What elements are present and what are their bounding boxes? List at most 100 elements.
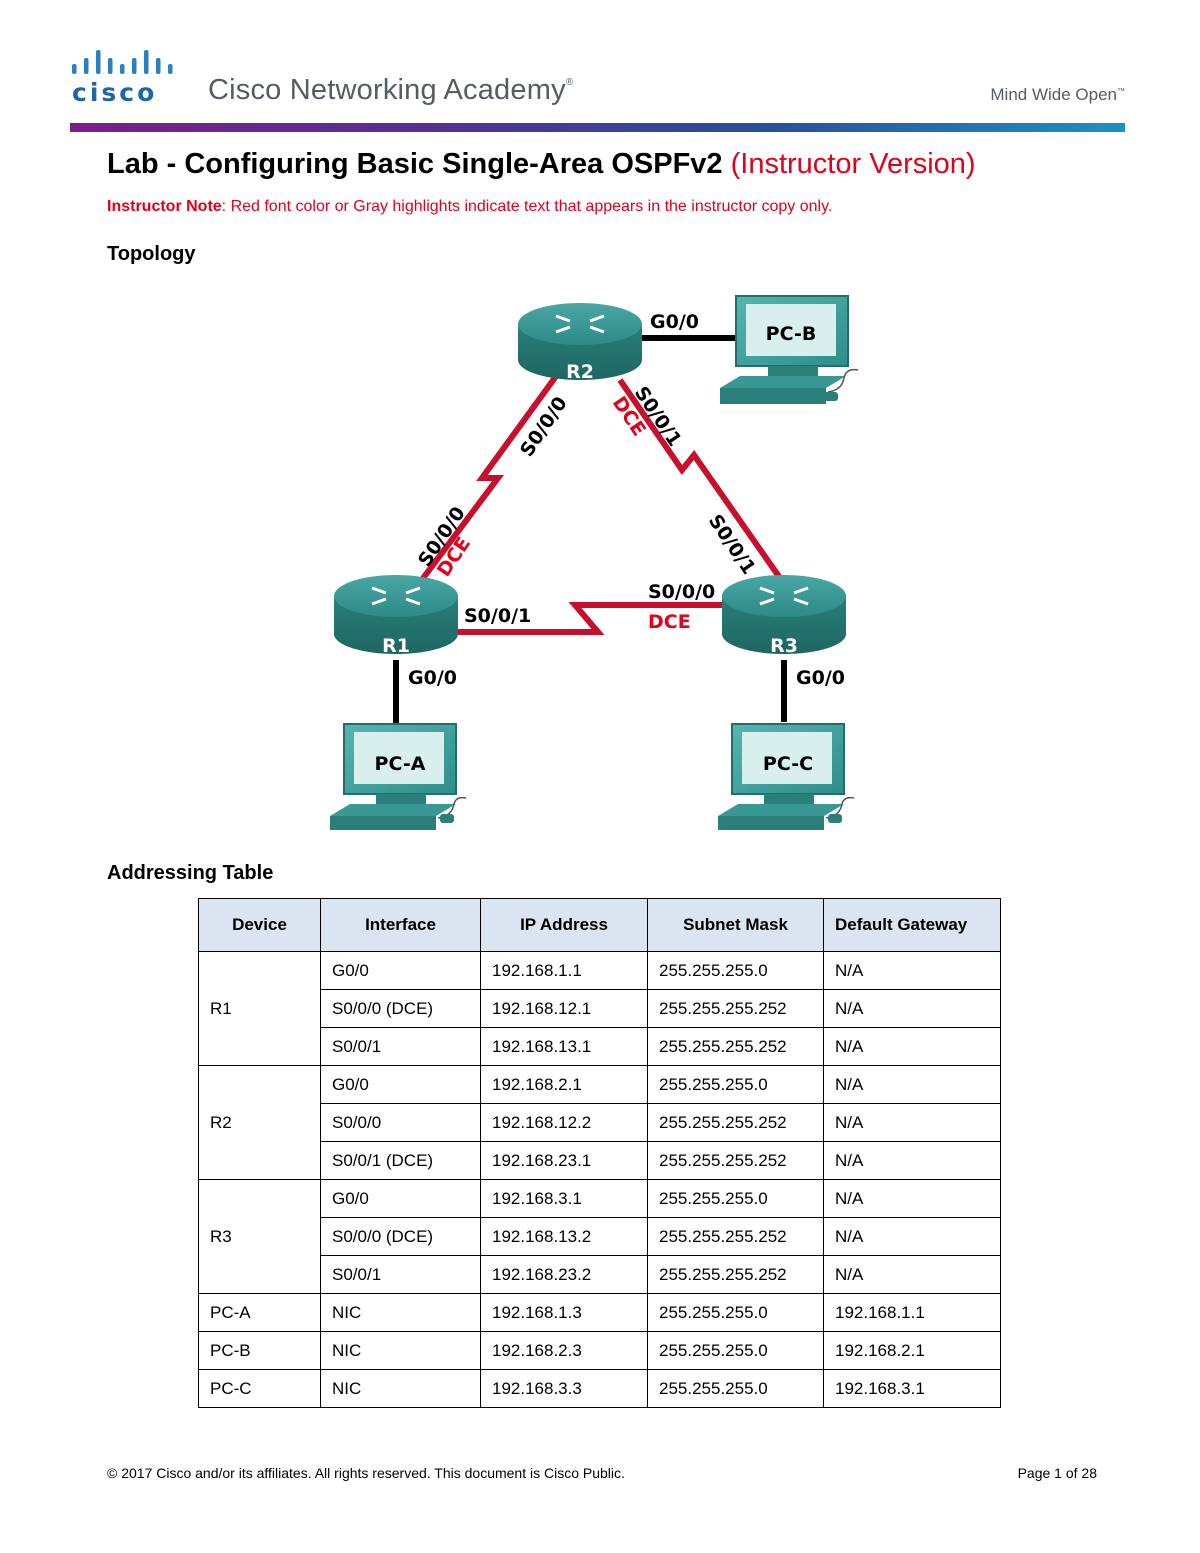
table-cell: 255.255.255.0 [647, 1331, 824, 1370]
table-cell: N/A [823, 1179, 1001, 1218]
table-cell: S0/0/1 (DCE) [320, 1141, 481, 1180]
topology-heading: Topology [107, 243, 196, 265]
table-row: R2 G0/0 192.168.2.1 255.255.255.0 N/A [198, 1065, 1001, 1180]
header-gradient-bar [70, 123, 1125, 132]
table-cell: 192.168.2.1 [480, 1065, 648, 1104]
table-cell: 192.168.23.2 [480, 1255, 648, 1294]
table-row: S0/0/0 (DCE) 192.168.12.1 255.255.255.25… [199, 989, 1001, 1028]
table-cell: N/A [823, 1027, 1001, 1066]
router-r3: R3 [722, 575, 846, 657]
label-r3-s000: S0/0/0 [648, 581, 715, 603]
table-row: S0/0/0 192.168.12.2 255.255.255.252 N/A [199, 1103, 1001, 1142]
copyright-text: © 2017 Cisco and/or its affiliates. All … [107, 1465, 625, 1481]
table-row: PC-B NIC 192.168.2.3 255.255.255.0 192.1… [198, 1331, 1001, 1370]
router-r2: R2 [518, 303, 642, 383]
table-row: S0/0/0 (DCE) 192.168.13.2 255.255.255.25… [199, 1217, 1001, 1256]
label-r1-s001: S0/0/1 [464, 605, 531, 627]
table-header-row: Device Interface IP Address Subnet Mask … [198, 898, 1001, 952]
table-cell: 255.255.255.0 [647, 1179, 824, 1218]
svg-text:cisco: cisco [72, 78, 157, 104]
table-cell: 255.255.255.252 [647, 1255, 824, 1294]
device-cell: PC-C [198, 1369, 321, 1408]
table-cell: N/A [823, 989, 1001, 1028]
pc-label: PC-B [766, 323, 817, 345]
table-cell: S0/0/0 [320, 1103, 481, 1142]
device-cell: PC-A [198, 1293, 321, 1332]
table-cell: 192.168.3.1 [480, 1179, 648, 1218]
page-header: cisco Cisco Networking Academy® Mind Wid… [70, 44, 1125, 114]
link-r1-r3 [450, 602, 740, 635]
table-cell: 192.168.2.3 [480, 1331, 648, 1370]
table-cell: 192.168.3.1 [823, 1369, 1001, 1408]
table-cell: 192.168.13.1 [480, 1027, 648, 1066]
academy-title: Cisco Networking Academy® [208, 74, 574, 106]
router-r1: R1 [334, 575, 458, 657]
instructor-note: Instructor Note: Red font color or Gray … [107, 198, 833, 215]
pc-label: PC-C [763, 753, 813, 775]
table-cell: 255.255.255.0 [647, 1369, 824, 1408]
table-cell: N/A [823, 1217, 1001, 1256]
link-r2-r3 [617, 378, 783, 580]
table-cell: 192.168.12.2 [480, 1103, 648, 1142]
table-cell: N/A [823, 951, 1001, 990]
column-header: IP Address [480, 898, 648, 952]
table-row: PC-A NIC 192.168.1.3 255.255.255.0 192.1… [198, 1293, 1001, 1332]
device-cell: PC-B [198, 1331, 321, 1370]
addressing-table-heading: Addressing Table [107, 862, 274, 884]
column-header: Subnet Mask [647, 898, 824, 952]
table-cell: 192.168.13.2 [480, 1217, 648, 1256]
pc-a: PC-A [330, 723, 467, 830]
router-label: R3 [770, 635, 798, 657]
page-number: Page 1 of 28 [1017, 1465, 1097, 1481]
table-cell: N/A [823, 1141, 1001, 1180]
table-cell: G0/0 [320, 1065, 481, 1104]
table-cell: 192.168.23.1 [480, 1141, 648, 1180]
device-cell: R3 [198, 1179, 321, 1294]
router-label: R1 [382, 635, 410, 657]
table-cell: 192.168.2.1 [823, 1331, 1001, 1370]
table-cell: G0/0 [320, 1179, 481, 1218]
table-cell: NIC [320, 1369, 481, 1408]
router-label: R2 [566, 361, 594, 383]
table-cell: S0/0/0 (DCE) [320, 989, 481, 1028]
pc-label: PC-A [375, 753, 426, 775]
pc-b: PC-B [720, 295, 859, 404]
page-title: Lab - Configuring Basic Single-Area OSPF… [107, 148, 976, 180]
tagline: Mind Wide Open™ [990, 85, 1125, 104]
topology-diagram: R2 R1 R3 PC-B [330, 295, 859, 830]
table-row: R3 G0/0 192.168.3.1 255.255.255.0 N/A [198, 1179, 1001, 1294]
table-cell: 255.255.255.0 [647, 1293, 824, 1332]
table-cell: 255.255.255.0 [647, 951, 824, 990]
table-cell: N/A [823, 1103, 1001, 1142]
label-r3-s001: S0/0/1 [704, 510, 760, 578]
pc-c: PC-C [718, 723, 855, 830]
device-cell: R1 [198, 951, 321, 1066]
table-row: R1 G0/0 192.168.1.1 255.255.255.0 N/A [198, 951, 1001, 1066]
table-cell: S0/0/1 [320, 1255, 481, 1294]
label-r2-g0: G0/0 [650, 311, 699, 333]
device-cell: R2 [198, 1065, 321, 1180]
table-cell: N/A [823, 1255, 1001, 1294]
link-r1-r2 [415, 366, 565, 587]
table-row: PC-C NIC 192.168.3.3 255.255.255.0 192.1… [198, 1369, 1001, 1408]
table-cell: S0/0/0 (DCE) [320, 1217, 481, 1256]
table-cell: N/A [823, 1065, 1001, 1104]
table-cell: S0/0/1 [320, 1027, 481, 1066]
table-cell: G0/0 [320, 951, 481, 990]
table-cell: 255.255.255.252 [647, 1141, 824, 1180]
label-r3-dce: DCE [648, 611, 691, 633]
label-r2-s000: S0/0/0 [516, 393, 572, 461]
addressing-table: Device Interface IP Address Subnet Mask … [198, 898, 1001, 1408]
table-cell: 255.255.255.252 [647, 1217, 824, 1256]
column-header: Device [198, 898, 321, 952]
table-cell: 255.255.255.252 [647, 989, 824, 1028]
table-cell: NIC [320, 1293, 481, 1332]
table-cell: 192.168.1.3 [480, 1293, 648, 1332]
table-cell: 192.168.1.1 [480, 951, 648, 990]
cisco-logo: cisco [72, 50, 173, 104]
column-header: Default Gateway [823, 898, 1001, 952]
table-cell: 192.168.1.1 [823, 1293, 1001, 1332]
table-cell: 255.255.255.252 [647, 1103, 824, 1142]
table-cell: NIC [320, 1331, 481, 1370]
table-cell: 255.255.255.0 [647, 1065, 824, 1104]
